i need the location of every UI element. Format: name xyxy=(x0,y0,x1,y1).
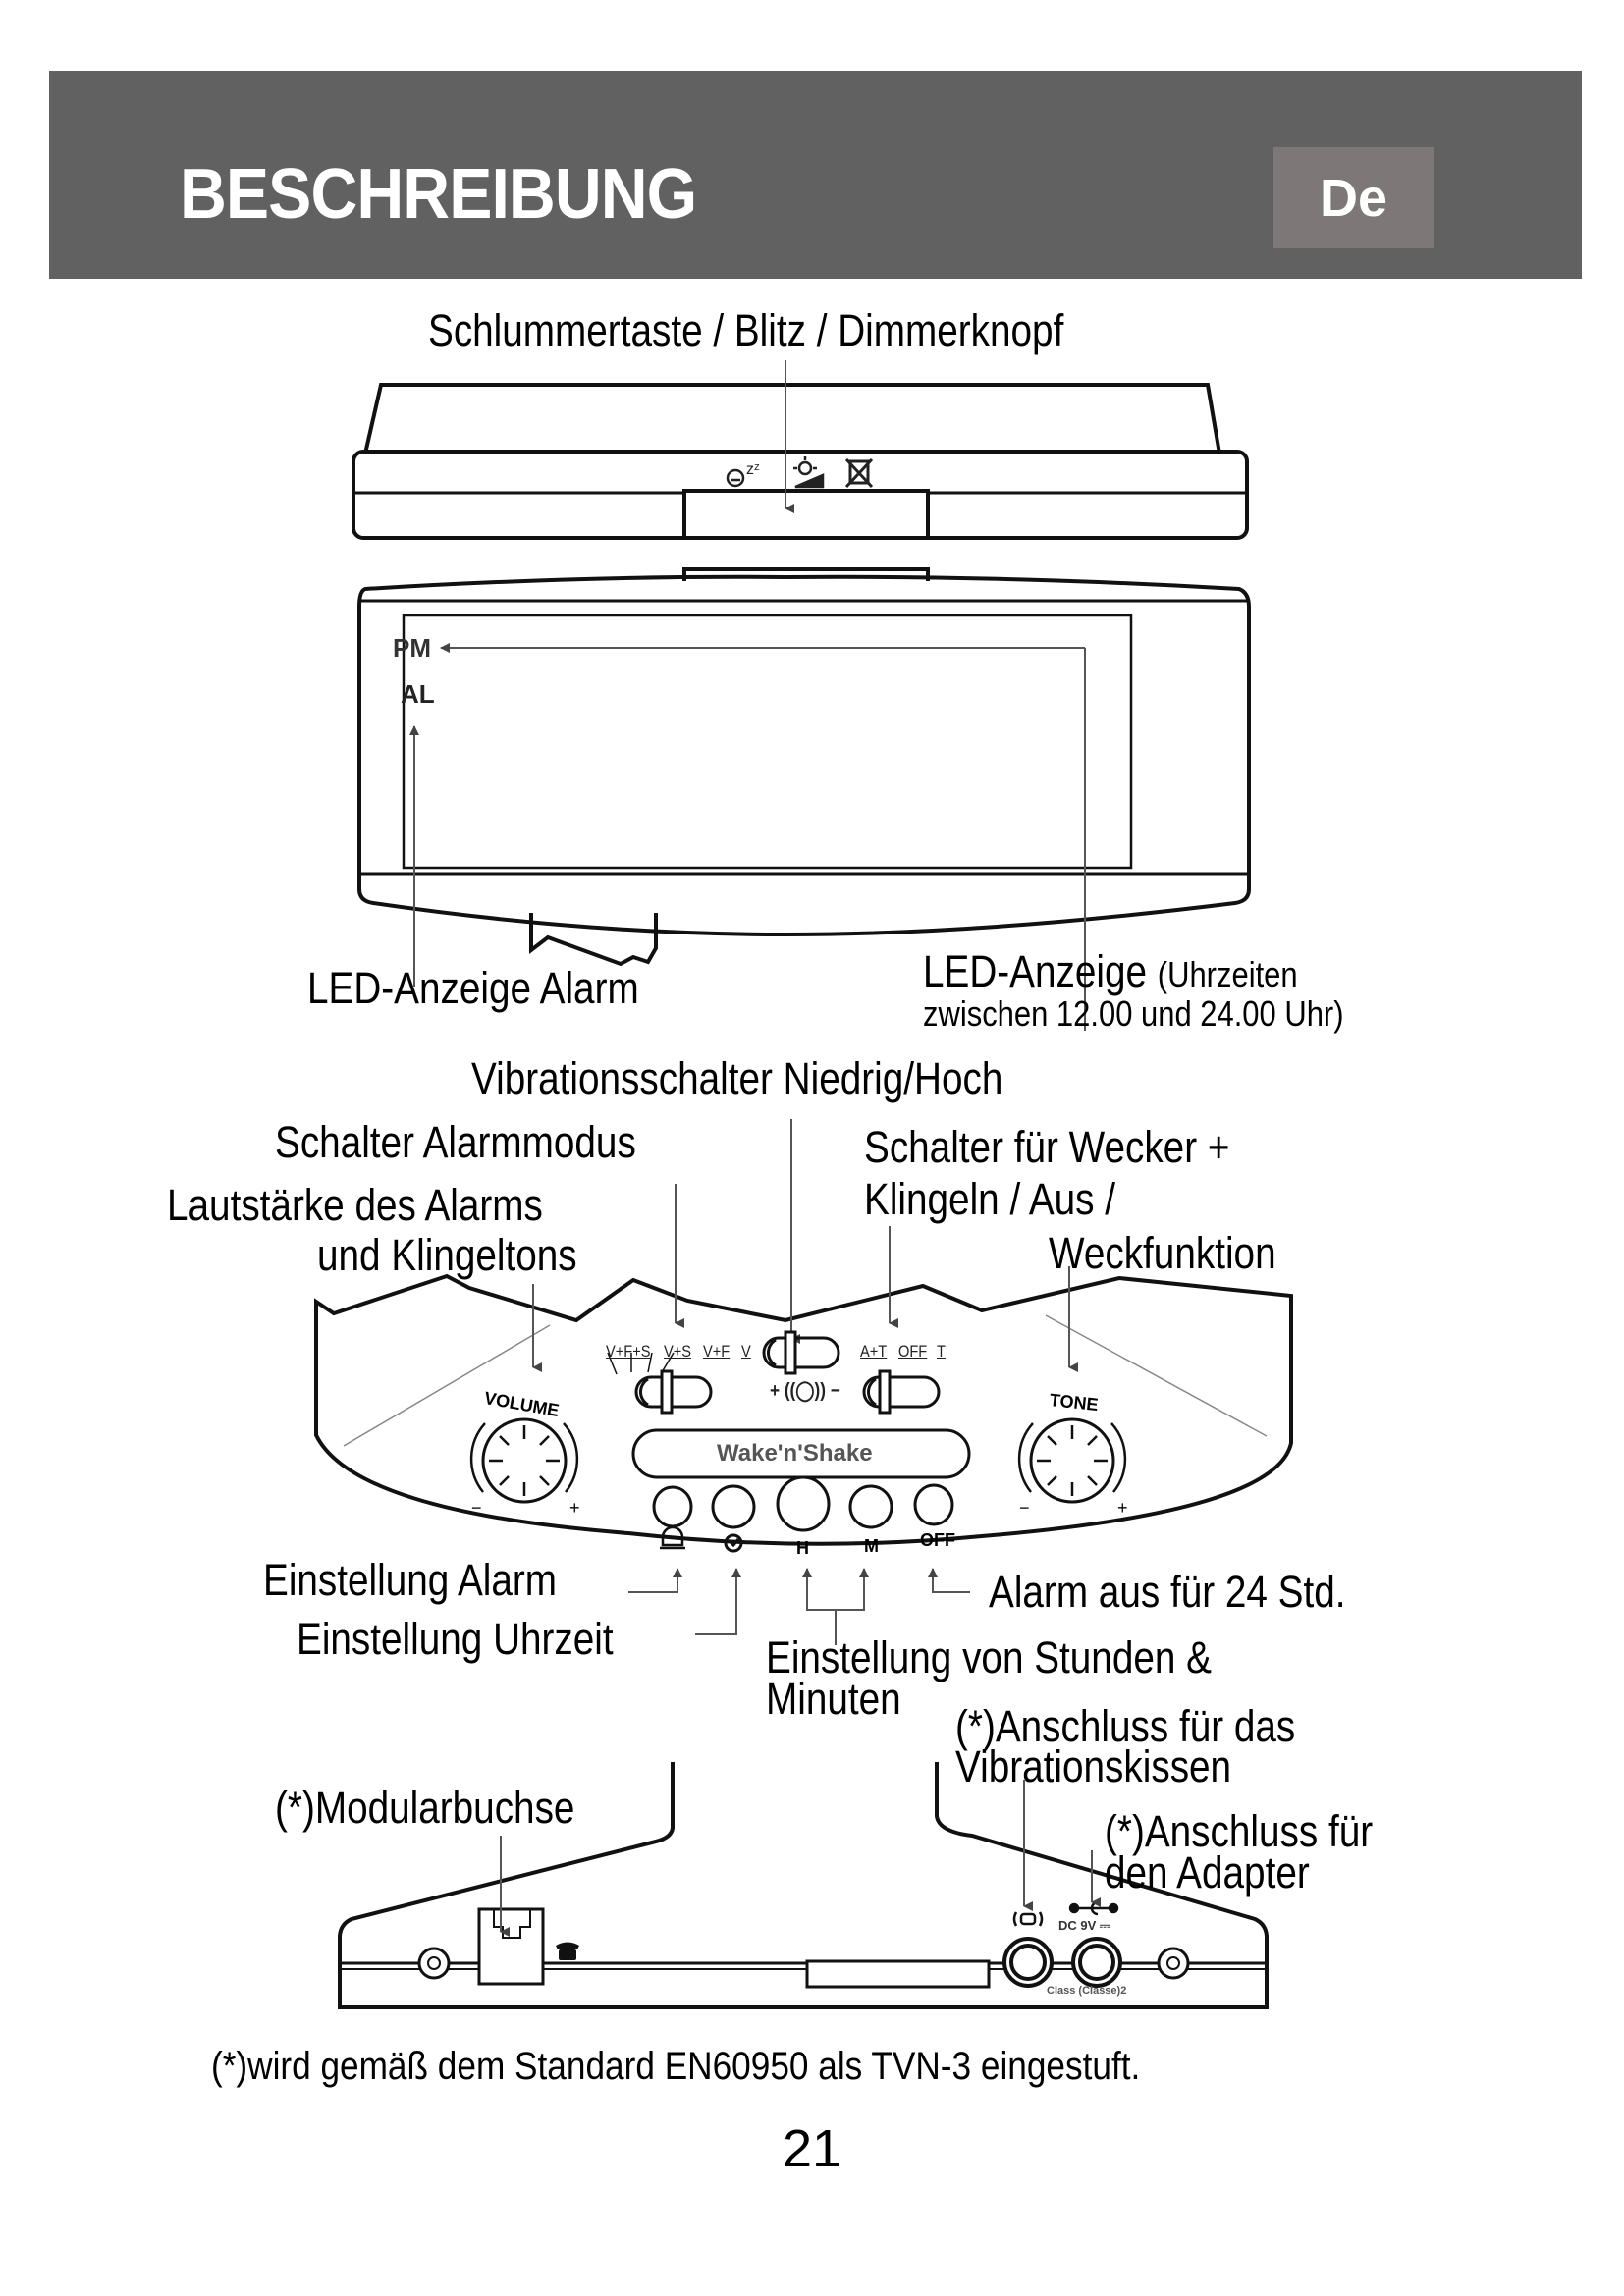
class-label: Class (Classe)2 xyxy=(1047,1985,1127,1997)
wake-mode-switch xyxy=(862,1369,941,1415)
alarm-bell-icon xyxy=(660,1525,685,1550)
set-alarm-label: Einstellung Alarm xyxy=(263,1555,558,1605)
wake-switch-label-line2: Klingeln / Aus / xyxy=(864,1174,1116,1224)
led-pm-label-main: LED-Anzeige xyxy=(923,946,1148,996)
alarm-off-button xyxy=(913,1483,954,1526)
footnote: (*)wird gemäß dem Standard EN60950 als T… xyxy=(211,2045,1141,2088)
minute-button-label: M xyxy=(864,1536,879,1556)
svg-text:zᶻ: zᶻ xyxy=(746,461,760,478)
off-button-label: OFF xyxy=(920,1530,955,1550)
wake-switch-label-line3: Weckfunktion xyxy=(1049,1228,1276,1278)
modular-jack-label: (*)Modularbuchse xyxy=(275,1783,575,1833)
vibration-switch-label: Vibrationsschalter Niedrig/Hoch xyxy=(471,1053,1003,1103)
vibration-port-icon xyxy=(1012,1911,1044,1927)
led-pm-label-paren: (Uhrzeiten xyxy=(1157,954,1298,994)
pm-indicator: PM xyxy=(393,633,431,663)
language-badge: De xyxy=(1273,147,1434,248)
dc-polarity-icon xyxy=(1068,1900,1119,1916)
wake-position-at: A+T xyxy=(860,1342,888,1361)
mode-position-vf: V+F xyxy=(703,1342,731,1361)
alarm-mode-switch xyxy=(607,1352,713,1415)
dc-voltage-label: DC 9V ⎓ xyxy=(1058,1918,1110,1933)
snooze-flash-dimmer-label: Schlummertaste / Blitz / Dimmerknopf xyxy=(428,305,1064,355)
button-row xyxy=(652,1475,954,1532)
al-indicator: AL xyxy=(401,679,435,709)
volume-knob xyxy=(469,1417,579,1504)
vibration-level-marks: + ((◯)) − xyxy=(770,1380,840,1402)
adapter-port-label-line2: den Adapter xyxy=(1105,1847,1310,1897)
hour-button-label: H xyxy=(796,1538,809,1558)
volume-plus: + xyxy=(569,1498,580,1518)
minute-button xyxy=(848,1484,893,1529)
alarm-off-24h-label: Alarm aus für 24 Std. xyxy=(989,1567,1346,1617)
volume-minus: − xyxy=(471,1498,482,1518)
mode-position-v: V xyxy=(741,1342,751,1361)
set-alarm-button xyxy=(652,1485,693,1528)
clock-control-panel xyxy=(314,1273,1293,1546)
wake-position-off: OFF xyxy=(898,1342,928,1361)
led-pm-label-line2: zwischen 12.00 und 24.00 Uhr) xyxy=(923,993,1344,1034)
dimmer-icon xyxy=(844,457,874,489)
snooze-icon: zᶻ xyxy=(726,461,760,488)
wake-switch-label-line1: Schalter für Wecker + xyxy=(864,1122,1230,1172)
tone-minus: − xyxy=(1019,1498,1030,1518)
set-time-label: Einstellung Uhrzeit xyxy=(297,1614,614,1664)
telephone-icon xyxy=(556,1942,579,1960)
clock-top-view xyxy=(352,383,1249,540)
volume-label-line1: Lautstärke des Alarms xyxy=(167,1180,543,1230)
tone-knob xyxy=(1017,1417,1127,1504)
mode-position-vs: V+S xyxy=(664,1342,692,1361)
set-hours-minutes-label-line2: Minuten xyxy=(766,1674,901,1724)
page-title: BESCHREIBUNG xyxy=(180,155,697,234)
mode-position-vfs: V+F+S xyxy=(606,1342,651,1361)
page-number: 21 xyxy=(782,2119,842,2178)
vibration-pad-port-label-line2: Vibrationskissen xyxy=(955,1741,1232,1791)
section-header: BESCHREIBUNG De xyxy=(49,71,1582,279)
tone-plus: + xyxy=(1117,1498,1128,1518)
vibration-pad-port-label-line1: (*)Anschluss für das xyxy=(955,1701,1296,1751)
hour-button xyxy=(776,1475,831,1532)
brand-logo: Wake'n'Shake xyxy=(717,1440,873,1467)
adapter-port-label-line1: (*)Anschluss für xyxy=(1105,1806,1374,1856)
led-alarm-label: LED-Anzeige Alarm xyxy=(307,963,639,1013)
clock-rear-view xyxy=(338,1762,1269,2009)
flash-icon xyxy=(793,456,825,489)
clock-display-view xyxy=(357,567,1251,967)
set-hours-minutes-label-line1: Einstellung von Stunden & xyxy=(766,1632,1212,1682)
alarm-mode-label: Schalter Alarmmodus xyxy=(275,1117,636,1167)
volume-label-line2: und Klingeltons xyxy=(317,1230,577,1280)
led-pm-label: LED-Anzeige (Uhrzeiten xyxy=(923,948,1298,994)
vibration-switch xyxy=(762,1330,840,1375)
set-time-button xyxy=(711,1484,756,1529)
wake-position-t: T xyxy=(937,1342,946,1361)
clock-icon xyxy=(724,1533,743,1553)
